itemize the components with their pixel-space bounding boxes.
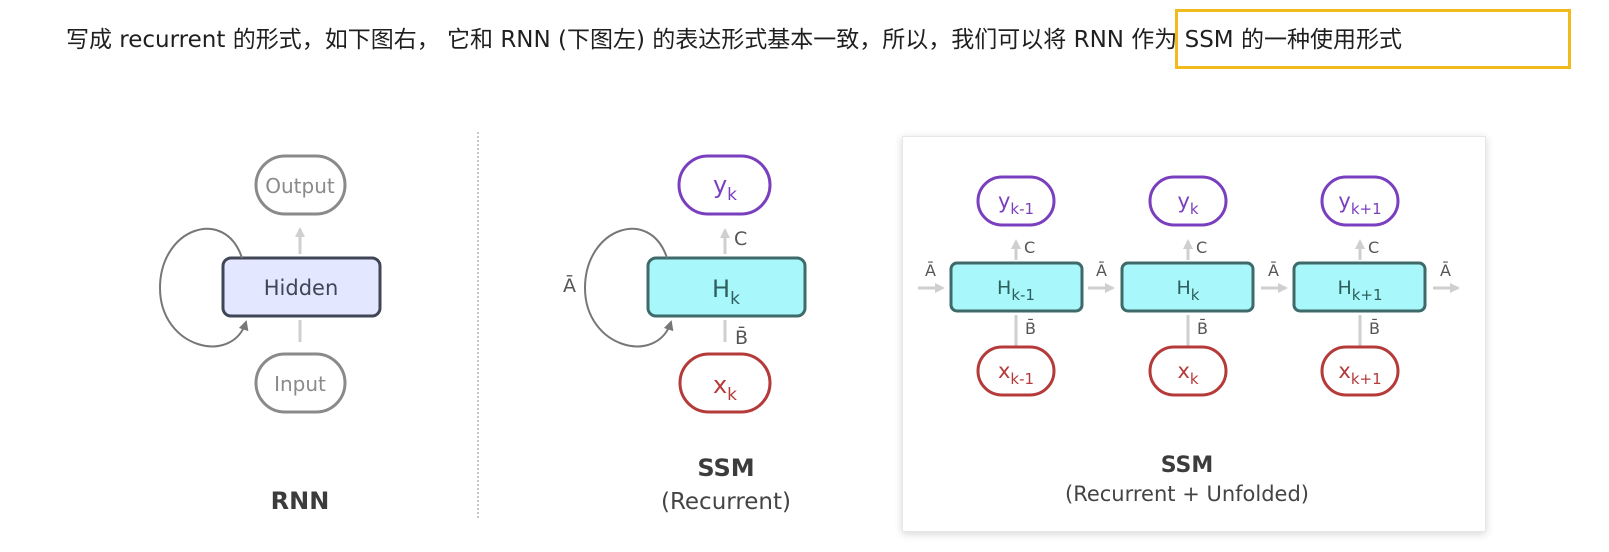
unfolded-input-node bbox=[976, 345, 1056, 397]
rnn-input-label: Input bbox=[274, 372, 326, 396]
unfolded-a-label-2: Ā bbox=[1268, 261, 1279, 280]
caption-text: 写成 recurrent 的形式，如下图右， 它和 RNN (下图左) 的表达形… bbox=[66, 27, 1402, 53]
ssm-output-node bbox=[677, 154, 772, 216]
ssm-recurrent-diagram: yk C Hk B̄ xk Ā SSM (Recurrent) bbox=[563, 154, 807, 515]
unfolded-hidden-node bbox=[949, 261, 1084, 313]
unfolded-a-label-3: Ā bbox=[1440, 261, 1451, 280]
rnn-output-node bbox=[254, 154, 347, 216]
divider-dotted bbox=[477, 132, 479, 518]
unfolded-hidden-label: Hk bbox=[1177, 277, 1200, 304]
unfolded-c-label: C bbox=[1024, 238, 1035, 257]
unfolded-a-label-0: Ā bbox=[925, 261, 936, 280]
ssm-input-node bbox=[678, 352, 772, 414]
unfolded-hidden-node bbox=[1292, 261, 1427, 313]
ssm-hidden-node bbox=[646, 256, 807, 318]
ssm-input-label: xk bbox=[713, 371, 737, 405]
unfolded-output-label: yk bbox=[1177, 189, 1198, 218]
rnn-loop-arrow bbox=[158, 227, 249, 348]
ssm-recurrent-title: SSM bbox=[697, 454, 754, 482]
unfolded-step: yk-1 C Hk-1 B̄ xk-1 bbox=[949, 175, 1084, 397]
ssm-loop-arrow bbox=[583, 227, 674, 348]
highlight-box bbox=[1175, 9, 1571, 69]
ssm-b-label: B̄ bbox=[735, 325, 748, 349]
ssm-hidden-label: Hk bbox=[712, 275, 740, 309]
unfolded-input-node bbox=[1320, 345, 1400, 397]
rnn-output-label: Output bbox=[265, 174, 335, 198]
unfolded-output-node bbox=[1320, 175, 1400, 227]
rnn-hidden-label: Hidden bbox=[264, 276, 339, 300]
unfolded-b-label: B̄ bbox=[1025, 319, 1036, 338]
unfolded-c-label: C bbox=[1368, 238, 1379, 257]
unfolded-input-node bbox=[1148, 345, 1228, 397]
unfolded-hidden-label: Hk-1 bbox=[997, 277, 1035, 304]
unfolded-hidden-node bbox=[1120, 261, 1255, 313]
rnn-hidden-node bbox=[221, 256, 382, 318]
unfolded-output-node bbox=[976, 175, 1056, 227]
unfolded-output-label: yk-1 bbox=[998, 189, 1034, 218]
unfolded-hidden-label: Hk+1 bbox=[1337, 277, 1382, 304]
ssm-recurrent-subtitle: (Recurrent) bbox=[661, 489, 791, 515]
rnn-title: RNN bbox=[271, 487, 330, 515]
unfolded-a-label-1: Ā bbox=[1096, 261, 1107, 280]
unfolded-input-label: xk bbox=[1177, 359, 1198, 388]
unfolded-step: yk C Hk B̄ xk bbox=[1120, 175, 1255, 397]
ssm-output-label: yk bbox=[713, 171, 737, 205]
unfolded-input-label: xk-1 bbox=[998, 359, 1034, 388]
unfolded-output-label: yk+1 bbox=[1338, 189, 1381, 218]
rnn-input-node bbox=[254, 352, 347, 414]
unfolded-output-node bbox=[1148, 175, 1228, 227]
unfolded-b-label: B̄ bbox=[1369, 319, 1380, 338]
ssm-unfolded-diagram: Ā Ā Ā Ā yk-1 C Hk-1 B̄ xk-1 yk C Hk bbox=[918, 175, 1460, 506]
unfolded-c-label: C bbox=[1196, 238, 1207, 257]
unfolded-input-label: xk+1 bbox=[1338, 359, 1381, 388]
ssm-a-label: Ā bbox=[563, 273, 576, 297]
rnn-diagram: Output Hidden Input RNN bbox=[158, 154, 382, 515]
unfolded-b-label: B̄ bbox=[1197, 319, 1208, 338]
unfolded-step: yk+1 C Hk+1 B̄ xk+1 bbox=[1292, 175, 1427, 397]
ssm-c-label: C bbox=[734, 228, 747, 250]
ssm-unfolded-subtitle: (Recurrent + Unfolded) bbox=[1065, 482, 1309, 506]
ssm-unfolded-title: SSM bbox=[1161, 453, 1214, 478]
